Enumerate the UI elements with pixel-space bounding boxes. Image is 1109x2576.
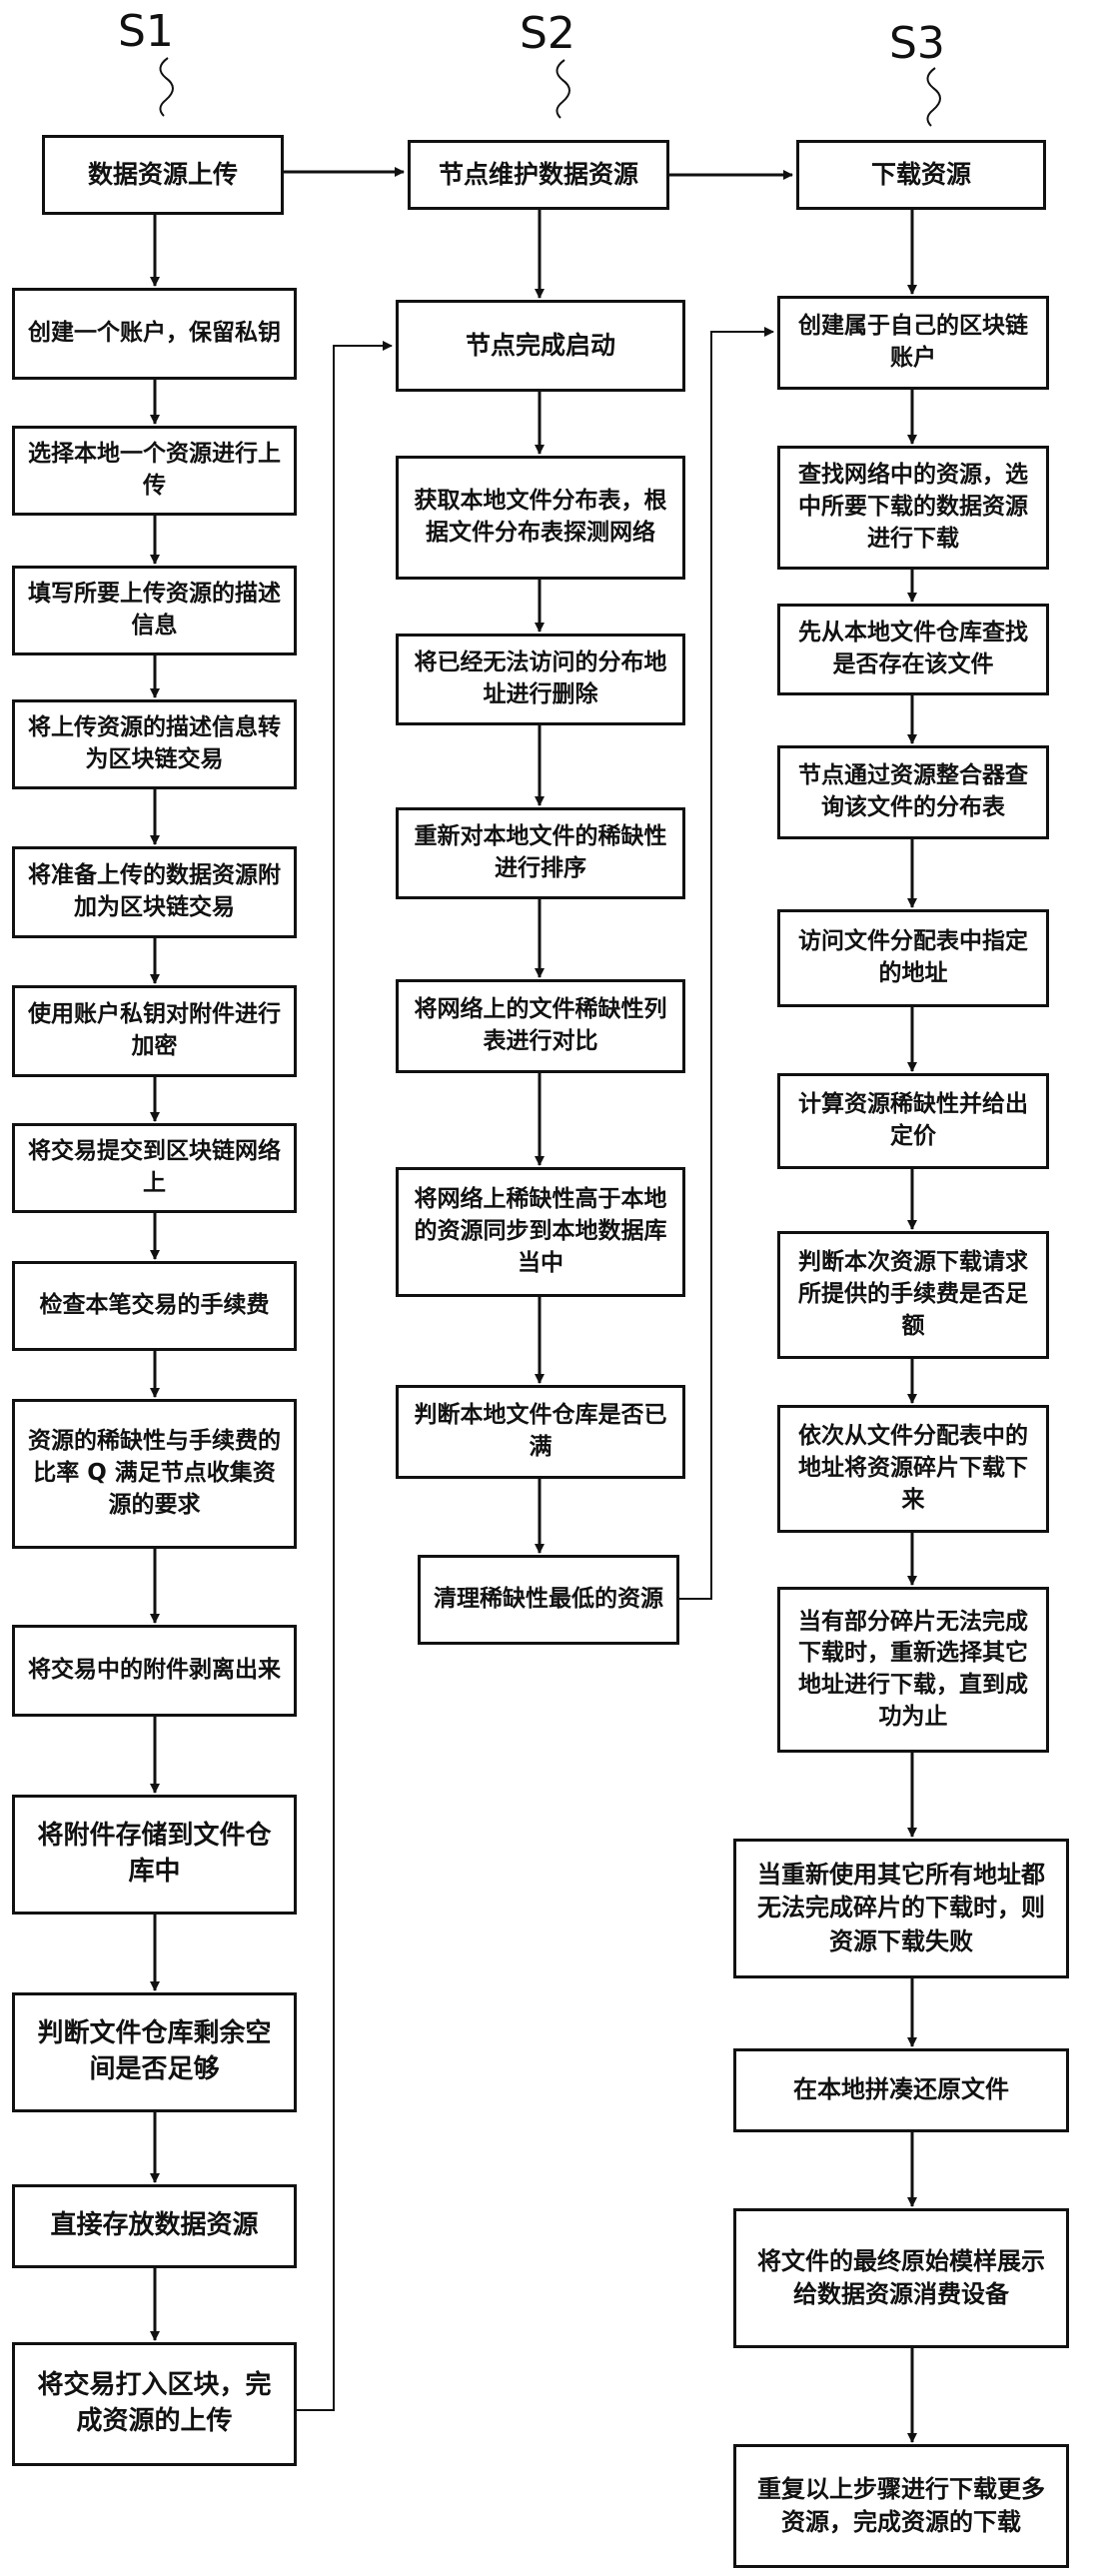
s2-step-3: 将已经无法访问的分布地址进行删除 bbox=[396, 634, 685, 725]
s1-step-11: 将附件存储到文件仓库中 bbox=[12, 1795, 297, 1915]
s1-step-12: 判断文件仓库剩余空间是否足够 bbox=[12, 1992, 297, 2112]
s2-step-5: 将网络上的文件稀缺性列表进行对比 bbox=[396, 979, 685, 1073]
s3-step-11: 在本地拼凑还原文件 bbox=[733, 2048, 1069, 2132]
s2-label: S2 bbox=[520, 8, 575, 59]
connector-41 bbox=[297, 341, 393, 2411]
s1-title-box: 数据资源上传 bbox=[42, 135, 284, 215]
s3-step-2: 查找网络中的资源，选中所要下载的数据资源进行下载 bbox=[777, 446, 1049, 570]
s1-step-3: 填写所要上传资源的描述信息 bbox=[12, 566, 297, 655]
s1-step-10: 将交易中的附件剥离出来 bbox=[12, 1625, 297, 1717]
s2-step-4: 重新对本地文件的稀缺性进行排序 bbox=[396, 807, 685, 899]
s3-step-4: 节点通过资源整合器查询该文件的分布表 bbox=[777, 745, 1049, 839]
s3-step-3: 先从本地文件仓库查找是否存在该文件 bbox=[777, 604, 1049, 695]
s1-label: S1 bbox=[118, 6, 174, 57]
s3-step-8: 依次从文件分配表中的地址将资源碎片下载下来 bbox=[777, 1405, 1049, 1533]
s1-step-13: 直接存放数据资源 bbox=[12, 2184, 297, 2268]
s1-step-14: 将交易打入区块，完成资源的上传 bbox=[12, 2342, 297, 2466]
s1-step-7: 将交易提交到区块链网络上 bbox=[12, 1123, 297, 1213]
s2-step-2: 获取本地文件分布表，根据文件分布表探测网络 bbox=[396, 456, 685, 580]
s2-step-8: 清理稀缺性最低的资源 bbox=[418, 1555, 679, 1645]
s3-step-13: 重复以上步骤进行下载更多资源，完成资源的下载 bbox=[733, 2444, 1069, 2568]
label-squiggle-1 bbox=[159, 57, 174, 117]
connector-42 bbox=[679, 327, 774, 1600]
s2-step-1: 节点完成启动 bbox=[396, 300, 685, 392]
s3-step-7: 判断本次资源下载请求所提供的手续费是否足额 bbox=[777, 1231, 1049, 1359]
s3-title-box: 下载资源 bbox=[796, 140, 1046, 210]
s1-step-6: 使用账户私钥对附件进行加密 bbox=[12, 985, 297, 1077]
s3-step-10: 当重新使用其它所有地址都无法完成碎片的下载时，则资源下载失败 bbox=[733, 1839, 1069, 1978]
s3-step-9: 当有部分碎片无法完成下载时，重新选择其它地址进行下载，直到成功为止 bbox=[777, 1587, 1049, 1753]
s1-step-5: 将准备上传的数据资源附加为区块链交易 bbox=[12, 846, 297, 938]
label-squiggle-2 bbox=[555, 59, 570, 119]
label-squiggle-3 bbox=[926, 67, 941, 127]
s3-step-12: 将文件的最终原始模样展示给数据资源消费设备 bbox=[733, 2208, 1069, 2348]
s1-step-8: 检查本笔交易的手续费 bbox=[12, 1261, 297, 1351]
s2-step-7: 判断本地文件仓库是否已满 bbox=[396, 1385, 685, 1479]
s3-step-1: 创建属于自己的区块链账户 bbox=[777, 296, 1049, 390]
s3-label: S3 bbox=[889, 18, 945, 69]
s1-step-2: 选择本地一个资源进行上传 bbox=[12, 426, 297, 516]
s1-step-4: 将上传资源的描述信息转为区块链交易 bbox=[12, 699, 297, 789]
s3-step-6: 计算资源稀缺性并给出定价 bbox=[777, 1073, 1049, 1169]
s1-step-9: 资源的稀缺性与手续费的比率 Q 满足节点收集资源的要求 bbox=[12, 1399, 297, 1549]
s2-title-box: 节点维护数据资源 bbox=[408, 140, 669, 210]
s3-step-5: 访问文件分配表中指定的地址 bbox=[777, 909, 1049, 1007]
s2-step-6: 将网络上稀缺性高于本地的资源同步到本地数据库当中 bbox=[396, 1167, 685, 1297]
s1-step-1: 创建一个账户，保留私钥 bbox=[12, 288, 297, 380]
